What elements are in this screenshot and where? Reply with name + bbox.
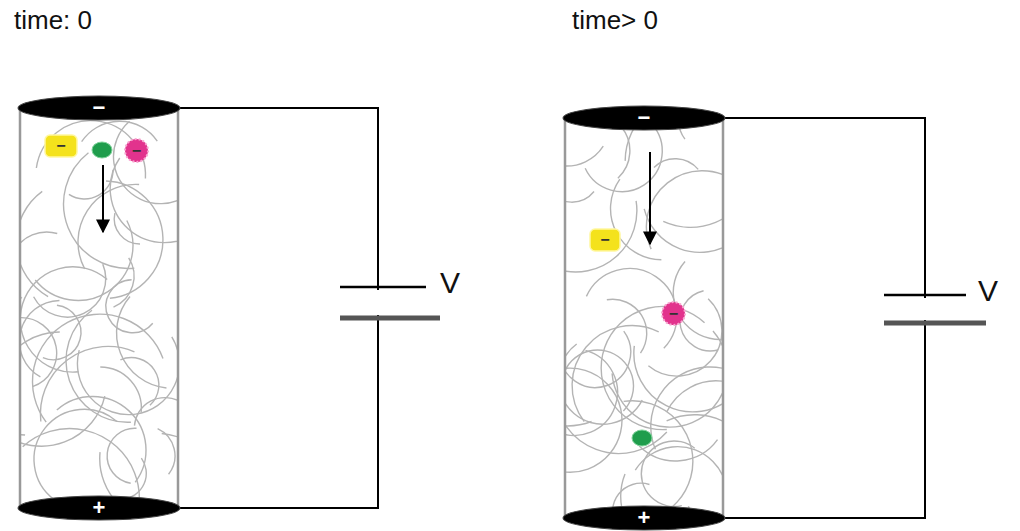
fiber xyxy=(566,191,594,203)
charged-molecule: − xyxy=(661,301,686,326)
cylinder-wall xyxy=(564,117,567,517)
fiber xyxy=(662,415,722,514)
molecule-body xyxy=(125,139,148,162)
fiber xyxy=(40,346,134,421)
circuit-wire xyxy=(725,118,925,518)
fiber xyxy=(113,258,134,307)
fiber xyxy=(641,441,694,507)
electrode: + xyxy=(563,506,725,530)
fiber xyxy=(78,184,139,269)
electrode-disc xyxy=(18,496,180,520)
fiber xyxy=(69,170,113,199)
fiber xyxy=(654,159,698,170)
electrode: − xyxy=(563,106,725,130)
electrode-disc xyxy=(563,106,725,130)
fiber xyxy=(644,209,722,252)
fiber xyxy=(646,171,722,249)
fiber xyxy=(648,299,722,376)
fiber xyxy=(566,331,631,387)
charge-sign: − xyxy=(56,138,65,154)
charged-molecule: − xyxy=(589,228,621,252)
fiber xyxy=(100,367,141,413)
time-label: time> 0 xyxy=(572,6,658,35)
electrode: − xyxy=(18,96,180,120)
circuit-wire xyxy=(180,108,378,508)
charge-sign: + xyxy=(638,507,651,529)
cylinder-wall xyxy=(19,107,22,507)
fiber xyxy=(566,350,633,411)
charged-molecule: − xyxy=(124,138,149,163)
fiber xyxy=(680,291,718,351)
cylinder-wall xyxy=(177,107,180,507)
fiber xyxy=(566,358,592,426)
fiber-texture xyxy=(21,121,177,504)
molecule-body xyxy=(45,135,77,157)
fiber xyxy=(612,331,722,427)
time-label: time: 0 xyxy=(14,6,92,35)
fiber xyxy=(566,350,618,435)
electrode: + xyxy=(18,496,180,520)
molecule-body xyxy=(590,229,620,251)
fiber xyxy=(123,458,146,499)
electrode-disc xyxy=(18,96,180,120)
voltage-label: V xyxy=(978,274,998,307)
battery-plate xyxy=(340,316,440,321)
fiber xyxy=(639,440,717,461)
electrode-disc xyxy=(563,506,725,530)
fiber xyxy=(82,121,158,141)
charge-sign: − xyxy=(600,232,609,248)
charge-sign: − xyxy=(93,97,106,119)
fiber xyxy=(21,191,48,296)
direction-arrow xyxy=(102,165,104,232)
fiber xyxy=(673,261,722,339)
charge-sign: − xyxy=(132,143,141,159)
fiber xyxy=(594,401,692,514)
neutral-molecule xyxy=(632,430,652,446)
fiber xyxy=(113,121,177,203)
charge-sign: − xyxy=(669,306,678,322)
battery-plate xyxy=(340,286,426,289)
fiber xyxy=(21,232,57,298)
charged-molecule: − xyxy=(44,134,78,158)
fiber xyxy=(110,158,177,243)
fiber xyxy=(625,120,722,199)
cylinder-wall xyxy=(722,117,725,517)
fiber xyxy=(106,280,153,333)
fiber xyxy=(635,447,722,514)
charge-sign: + xyxy=(93,497,106,519)
fiber xyxy=(34,409,117,499)
fiber xyxy=(663,120,722,227)
battery-plate xyxy=(884,294,966,297)
fiber xyxy=(162,433,177,504)
molecule-body xyxy=(662,302,685,325)
battery-plate xyxy=(884,321,986,326)
wire-gap xyxy=(917,298,933,320)
fiber xyxy=(23,429,140,504)
fiber xyxy=(566,138,603,166)
charge-sign: − xyxy=(638,107,651,129)
fiber xyxy=(601,306,704,429)
voltage-label: V xyxy=(440,266,460,299)
direction-arrow xyxy=(649,152,651,244)
fiber xyxy=(107,428,136,483)
wire-gap xyxy=(370,290,386,315)
neutral-molecule xyxy=(92,142,112,158)
fiber-texture xyxy=(566,120,722,514)
fiber xyxy=(64,153,135,269)
fiber xyxy=(566,201,637,272)
